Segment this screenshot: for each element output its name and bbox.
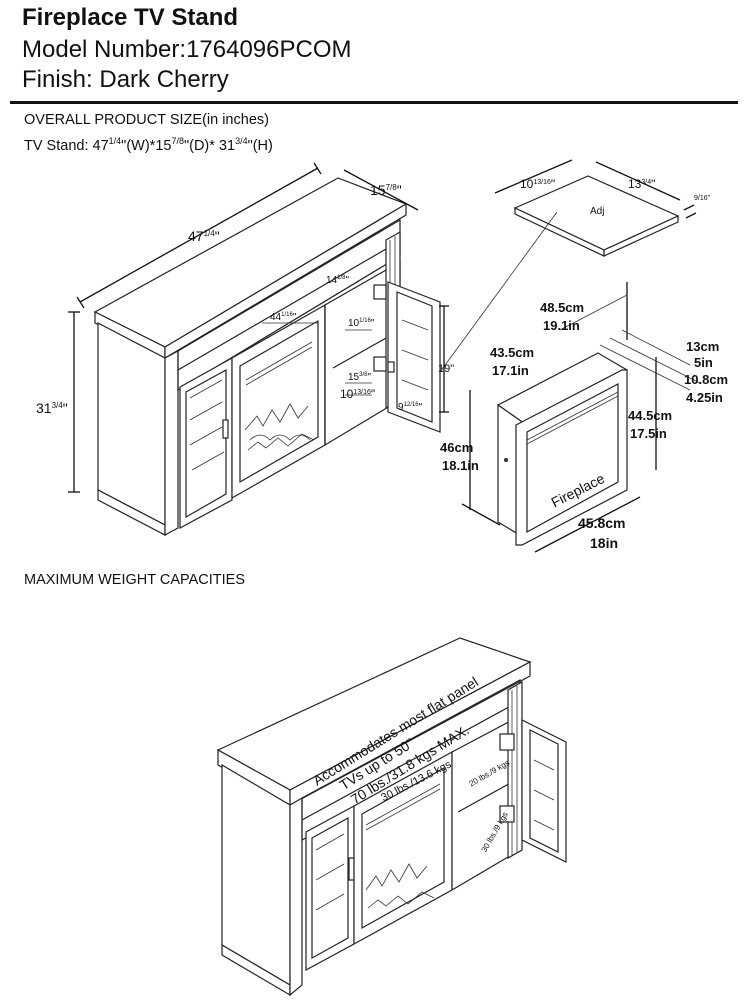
- fireplace-ext1-in: 5in: [694, 355, 713, 370]
- fireplace-height-in: 18.1in: [442, 458, 479, 473]
- fireplace-ext2-cm: 10.8cm: [684, 372, 728, 387]
- tv-stand-depth-unit: "(D)*: [183, 137, 219, 154]
- inner-width-label: 441/16": [270, 312, 297, 323]
- dimension-diagram: 471/4" 157/8" 313/4" 141/8" 441/16" 101/…: [36, 159, 728, 553]
- adj-label: Adj: [590, 206, 604, 217]
- adjustable-shelf: [439, 159, 697, 373]
- weight-capacity-diagram: Accommodates most flat panel TVs up to 5…: [216, 637, 567, 997]
- tv-stand-depth-frac: 7/8: [171, 136, 184, 146]
- finish-label: Finish: Dark Cherry: [22, 66, 229, 93]
- tv-stand-height-unit: "(H): [247, 137, 273, 154]
- top-opening-label: 141/8": [326, 275, 349, 286]
- fireplace-insert-drawing: [461, 282, 701, 553]
- fireplace-height-cm: 46cm: [440, 440, 473, 455]
- model-number: Model Number:1764096PCOM: [22, 36, 352, 63]
- cabinet-depth-label: 153/8": [348, 372, 371, 383]
- cabinet-upper-label: 101/16": [348, 318, 375, 329]
- max-weight-heading: MAXIMUM WEIGHT CAPACITIES: [24, 572, 246, 588]
- shelf-thickness-label: 9/16": [694, 195, 711, 202]
- stand-depth-label: 157/8": [370, 182, 402, 198]
- header-divider: [10, 101, 738, 104]
- shelf-depth-label: 133/4": [628, 177, 655, 191]
- fireplace-inner-in: 17.1in: [492, 363, 529, 378]
- tv-stand-prefix: TV Stand:: [24, 137, 93, 154]
- tv-stand-size: TV Stand: 471/4"(W)*157/8"(D)* 313/4"(H): [24, 136, 273, 154]
- fireplace-width-cm: 45.8cm: [578, 515, 625, 531]
- tv-stand-width-frac: 1/4: [108, 136, 122, 146]
- fireplace-width-in: 18in: [590, 535, 618, 551]
- weight-stand-drawing: [216, 637, 567, 997]
- fireplace-inner-height-cm: 44.5cm: [628, 408, 672, 423]
- tv-stand-drawing: [93, 177, 441, 537]
- door-width-label: 912/16": [398, 402, 423, 413]
- page-title: Fireplace TV Stand: [22, 4, 239, 31]
- tv-stand-height: 31: [218, 137, 236, 154]
- fireplace-inner-cm: 43.5cm: [490, 345, 534, 360]
- overall-size-heading: OVERALL PRODUCT SIZE(in inches): [24, 112, 269, 128]
- fireplace-depth-in: 19.1in: [543, 318, 580, 333]
- tv-stand-depth: 15: [155, 137, 172, 154]
- fireplace-ext1-cm: 13cm: [686, 339, 719, 354]
- tv-stand-height-frac: 3/4: [235, 136, 248, 146]
- fireplace-depth-cm: 48.5cm: [540, 300, 584, 315]
- stand-width-label: 471/4": [188, 228, 220, 244]
- cabinet-lower-label: 1013/16": [340, 387, 375, 401]
- shelf-width-label: 1013/16": [520, 177, 555, 191]
- tv-stand-width-unit: "(W)*: [121, 137, 156, 154]
- door-height-label: 19": [438, 363, 454, 375]
- stand-height-label: 313/4": [36, 400, 68, 416]
- fireplace-ext2-in: 4.25in: [686, 390, 723, 405]
- tv-stand-width: 47: [92, 137, 109, 154]
- fireplace-inner-height-in: 17.5in: [630, 426, 667, 441]
